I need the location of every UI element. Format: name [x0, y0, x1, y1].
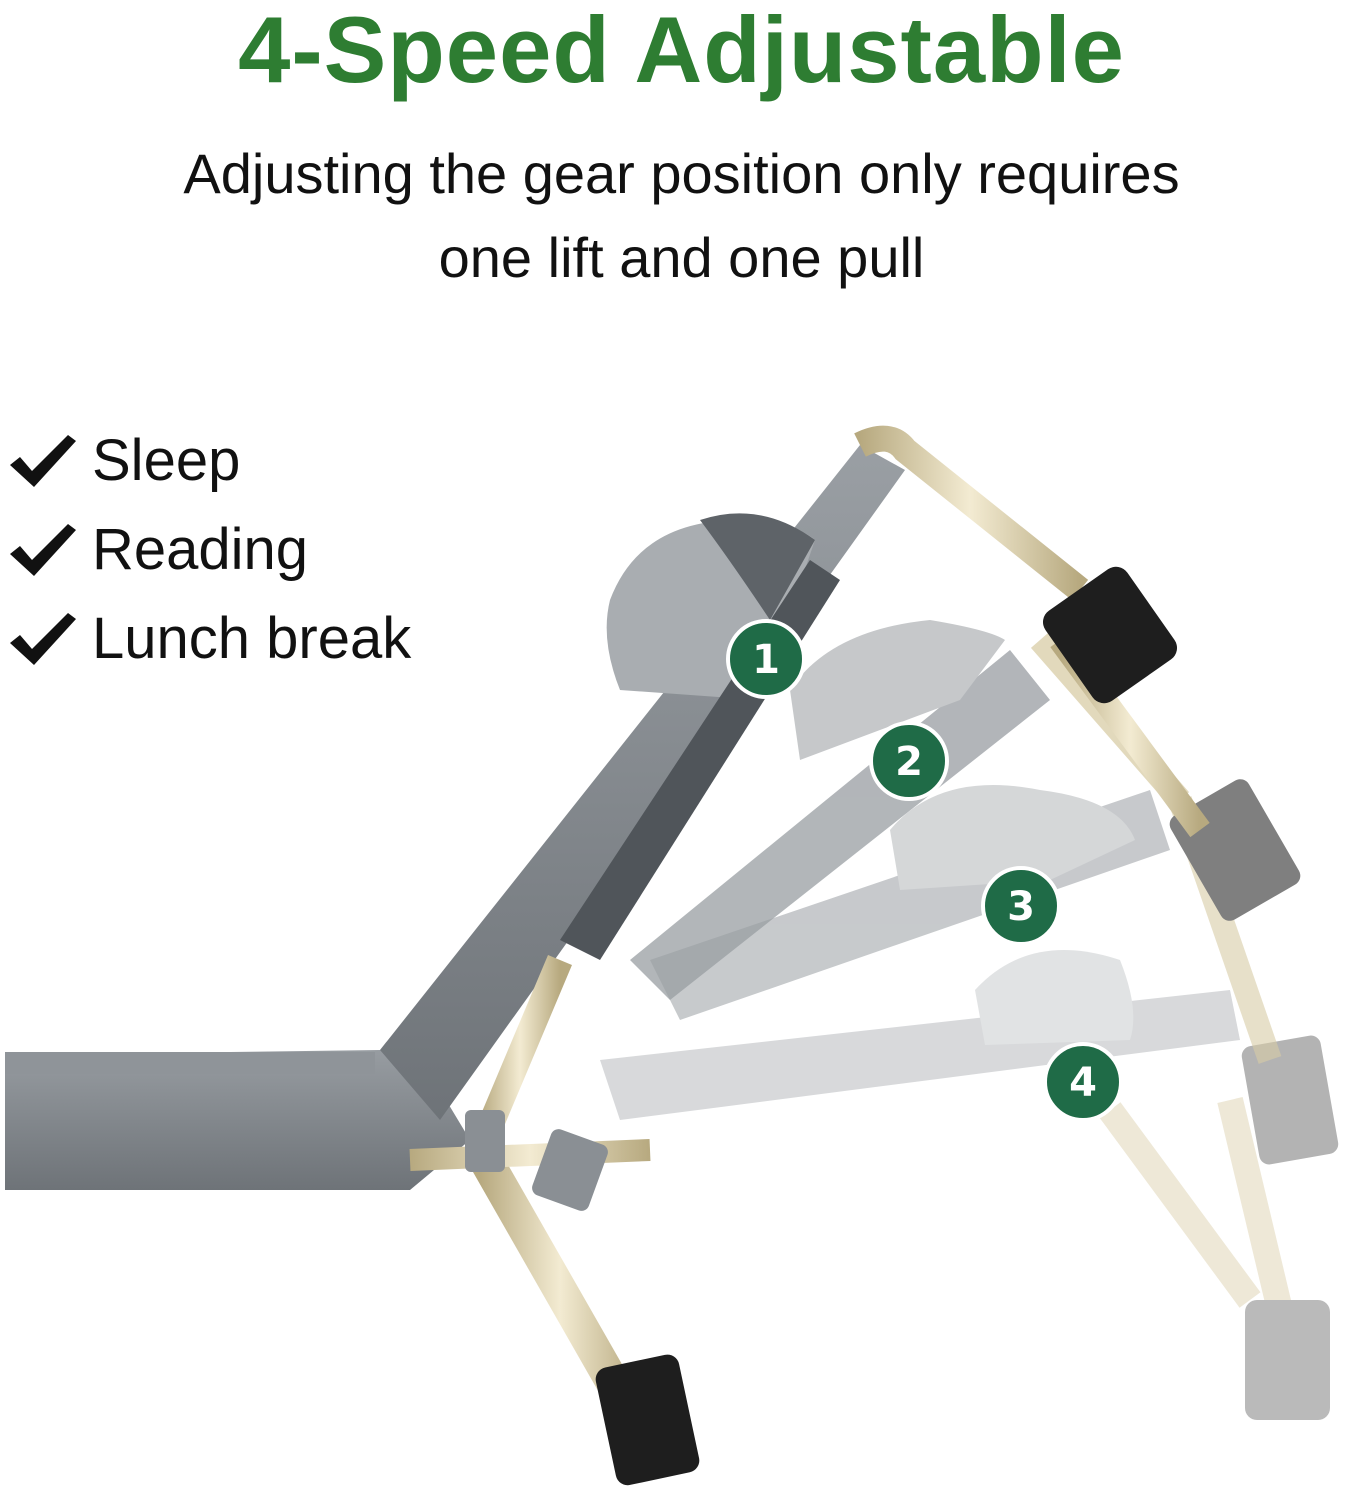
feature-item: Sleep — [6, 416, 411, 505]
position-badge-3: 3 — [981, 866, 1061, 946]
recliner-illustration: 1 2 3 4 — [5, 425, 1339, 1486]
seat — [5, 1040, 470, 1190]
position-badge-2: 2 — [869, 721, 949, 801]
subtitle: Adjusting the gear position only require… — [80, 132, 1283, 300]
subtitle-line-2: one lift and one pull — [438, 226, 925, 289]
feature-item: Lunch break — [6, 594, 411, 683]
checkmark-icon — [10, 434, 76, 487]
feature-label: Sleep — [92, 428, 241, 493]
position-label: 4 — [1069, 1060, 1097, 1106]
feature-label: Reading — [92, 517, 309, 582]
position-label: 2 — [895, 739, 923, 785]
position-label: 3 — [1007, 884, 1035, 930]
backrest-position-3 — [650, 779, 1301, 1064]
feature-list: Sleep Reading Lunch break — [6, 416, 411, 683]
checkmark-icon — [10, 523, 76, 576]
position-label: 1 — [752, 637, 780, 683]
feature-label: Lunch break — [92, 606, 412, 671]
backrest-position-1 — [380, 445, 905, 1120]
foot-front — [595, 1354, 700, 1486]
foot-top — [1042, 566, 1178, 704]
frame — [409, 425, 1210, 1439]
subtitle-line-1: Adjusting the gear position only require… — [183, 142, 1180, 205]
feature-item: Reading — [6, 505, 411, 594]
position-badge-4: 4 — [1043, 1042, 1123, 1122]
backrest-position-4 — [600, 950, 1339, 1420]
position-badge-1: 1 — [726, 619, 806, 699]
feet — [595, 566, 1178, 1486]
page-title: 4-Speed Adjustable — [238, 0, 1125, 102]
checkmark-icon — [10, 612, 76, 665]
